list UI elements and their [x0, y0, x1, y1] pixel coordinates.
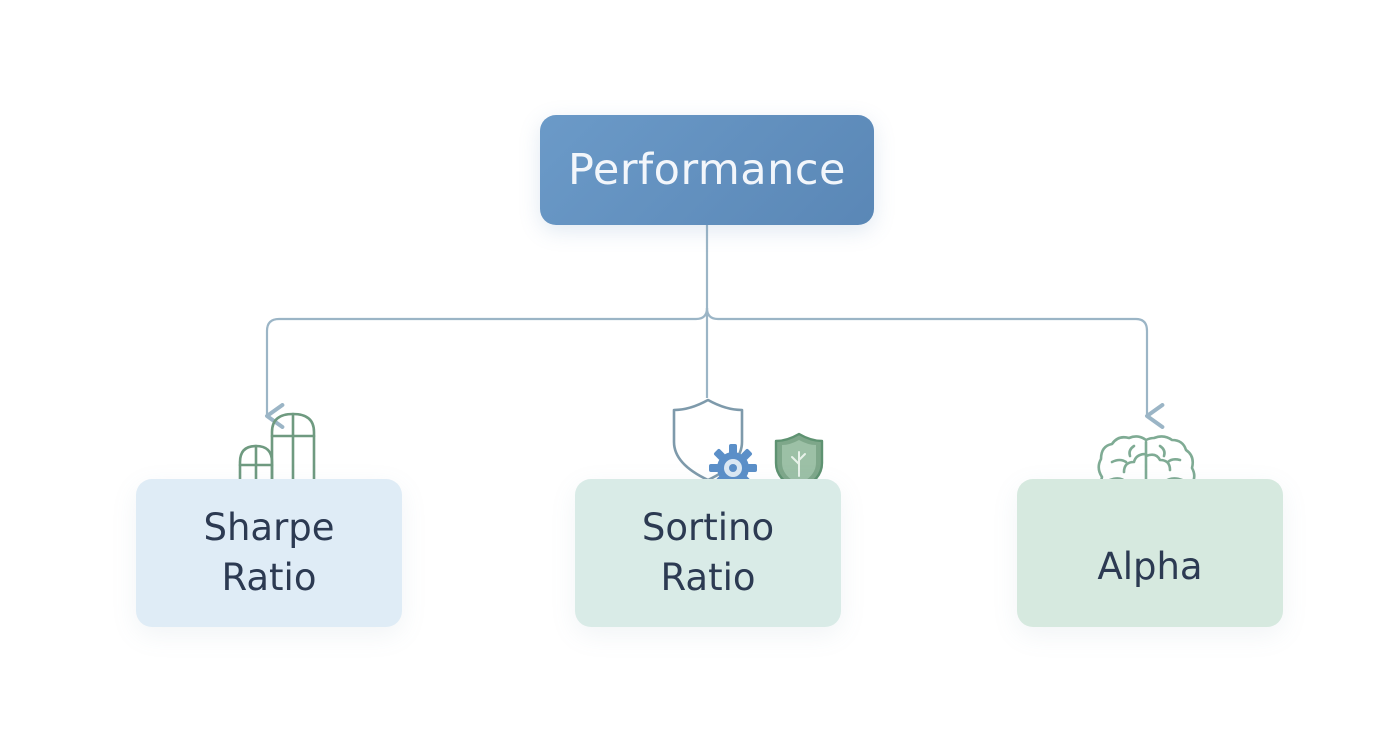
shield-icon [672, 398, 744, 482]
root-node-label: Performance [568, 145, 846, 195]
connector-to-sharpe [265, 307, 709, 429]
bar-chart-icon [222, 412, 330, 483]
node-alpha: Alpha [1017, 479, 1283, 627]
node-label-line2: Ratio [660, 556, 756, 599]
node-label-line1: Sharpe [203, 506, 335, 549]
root-node-performance: Performance [540, 115, 874, 225]
node-sortino-ratio: Sortino Ratio [575, 479, 841, 627]
node-sharpe-ratio: Sharpe Ratio [136, 479, 402, 627]
node-label-line2: Ratio [221, 556, 317, 599]
node-label-line1: Sortino [641, 506, 775, 549]
node-label: Alpha [1097, 545, 1203, 588]
connector-to-alpha [705, 307, 1165, 429]
